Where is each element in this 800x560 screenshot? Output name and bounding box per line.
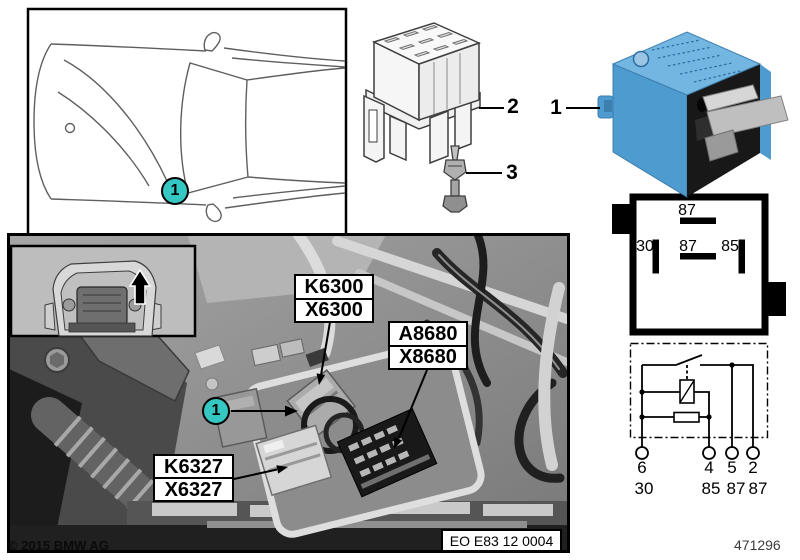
label-box-k6327: K6327 X6327	[153, 454, 234, 502]
label-x6327: X6327	[155, 477, 232, 500]
label-a8680: A8680	[398, 322, 458, 345]
photo-reference: EO E83 12 0004	[449, 532, 554, 549]
schematic-pin-6: 6	[637, 458, 647, 477]
inset-arrow-icon	[128, 268, 152, 305]
schematic-circuit-30: 30	[634, 479, 654, 498]
label-k6327: K6327	[164, 455, 223, 478]
car-location-marker[interactable]: 1	[161, 177, 189, 205]
label-box-a8680: A8680 X8680	[388, 321, 468, 370]
schematic-circuit-87b: 87	[748, 479, 768, 498]
callout-relay[interactable]: 1	[550, 96, 562, 119]
relay-pin-diagram	[612, 193, 786, 336]
label-x8680: X8680	[390, 344, 466, 369]
photo-reference-box: EO E83 12 0004	[441, 529, 562, 552]
schematic-pin-4: 4	[704, 458, 714, 477]
schematic-circuit-85: 85	[701, 479, 721, 498]
pin-87-top: 87	[678, 202, 696, 219]
photo-frame	[7, 233, 570, 553]
label-box-k6300: K6300 X6300	[294, 274, 374, 323]
terminal-pin-art	[442, 145, 468, 213]
callout-terminal[interactable]: 3	[506, 161, 518, 184]
photo-marker-number: 1	[211, 402, 221, 419]
photo-location-marker[interactable]: 1	[202, 397, 230, 425]
schematic-circuit-87a: 87	[726, 479, 746, 498]
photo-inset-overview	[9, 244, 197, 338]
photo-leader-arrows	[231, 321, 428, 480]
car-location-panel	[26, 7, 348, 249]
photo-engine-bay	[7, 233, 570, 553]
car-marker-number: 1	[170, 182, 180, 199]
pin-85: 85	[721, 238, 739, 255]
label-x6300: X6300	[296, 297, 372, 322]
callout-socket[interactable]: 2	[507, 95, 519, 118]
schematic-pin-5: 5	[727, 458, 737, 477]
schematic-pin-2: 2	[748, 458, 758, 477]
callout-leader-lines	[466, 107, 600, 174]
pin-30: 30	[636, 238, 654, 255]
document-number: 471296	[734, 537, 781, 553]
pin-87-center: 87	[679, 238, 697, 255]
relay-schematic	[629, 342, 769, 460]
label-k6300: K6300	[304, 275, 364, 298]
copyright-notice: © 2015 BMW AG	[8, 538, 109, 553]
relay-socket-art	[363, 22, 482, 165]
relay-photo	[597, 31, 789, 198]
